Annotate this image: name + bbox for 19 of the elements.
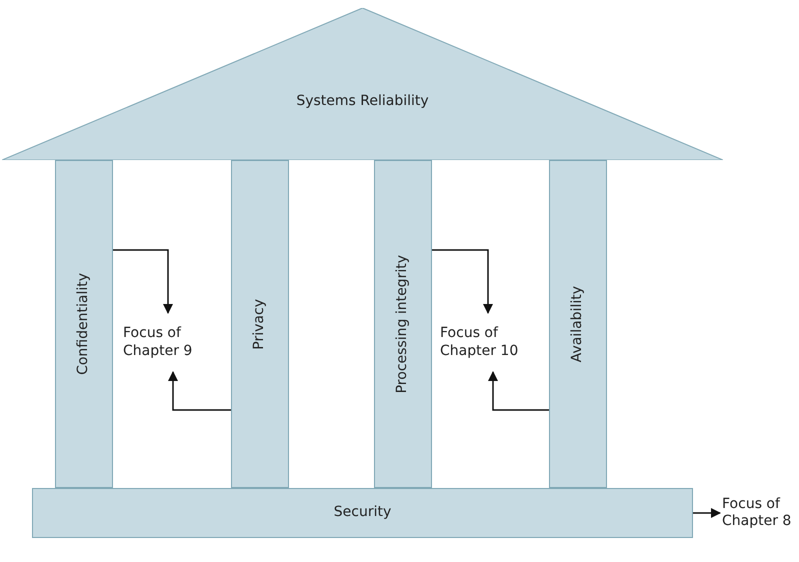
focus-label: Focus of Chapter 8: [722, 496, 792, 530]
arrow: [113, 249, 173, 314]
focus-label: Focus of Chapter 10: [440, 325, 520, 360]
pillar: [231, 160, 289, 488]
arrow: [432, 249, 493, 314]
base-slab: [32, 488, 693, 538]
pillar: [374, 160, 432, 488]
roof-label: Systems Reliability: [296, 93, 429, 110]
focus-label: Focus of Chapter 9: [123, 325, 194, 360]
pillar-label: Processing integrity: [394, 254, 412, 394]
pillar: [549, 160, 607, 488]
pillar: [55, 160, 113, 488]
pillar-label: Confidentiality: [75, 273, 92, 375]
pillar-label: Privacy: [251, 298, 268, 350]
base-label: Security: [334, 504, 392, 522]
arrow: [168, 371, 231, 411]
arrow: [488, 371, 549, 411]
arrow: [693, 508, 721, 518]
pillar-label: Availability: [569, 286, 586, 362]
